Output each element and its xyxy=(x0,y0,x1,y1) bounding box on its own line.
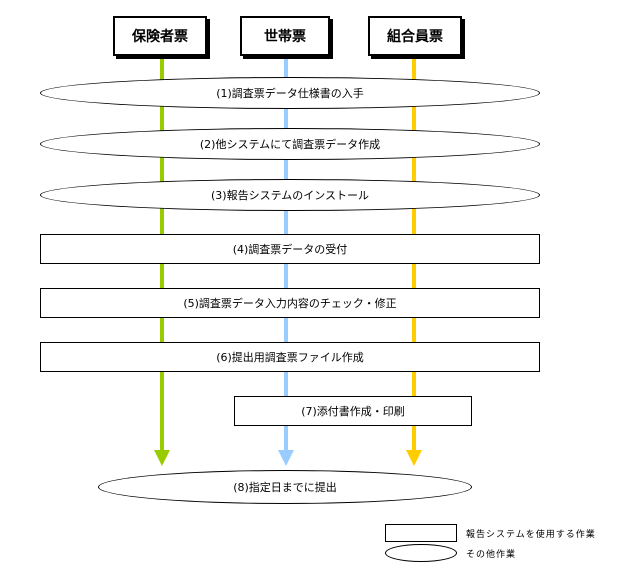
step-6: (6)提出用調査票ファイル作成 xyxy=(40,342,540,372)
step-3: (3)報告システムのインストール xyxy=(40,179,540,211)
step-7: (7)添付書作成・印刷 xyxy=(234,396,472,426)
arrowhead-setai xyxy=(278,450,294,466)
step-2: (2)他システムにて調査票データ作成 xyxy=(40,128,540,160)
header-kumiaiin: 組合員票 xyxy=(368,16,462,56)
arrowhead-kumiaiin xyxy=(406,450,422,466)
legend-rect-swatch xyxy=(385,524,457,542)
arrowhead-hokensha xyxy=(154,450,170,466)
step-5: (5)調査票データ入力内容のチェック・修正 xyxy=(40,288,540,318)
step-1: (1)調査票データ仕様書の入手 xyxy=(40,77,540,109)
legend-ellipse-swatch xyxy=(385,544,457,562)
header-hokensha: 保険者票 xyxy=(113,16,207,56)
legend-rect-label: 報告システムを使用する作業 xyxy=(466,530,596,540)
step-8: (8)指定日までに提出 xyxy=(98,470,472,504)
header-setai: 世帯票 xyxy=(240,16,330,56)
legend-ellipse-label: その他作業 xyxy=(466,550,517,560)
step-4: (4)調査票データの受付 xyxy=(40,234,540,264)
